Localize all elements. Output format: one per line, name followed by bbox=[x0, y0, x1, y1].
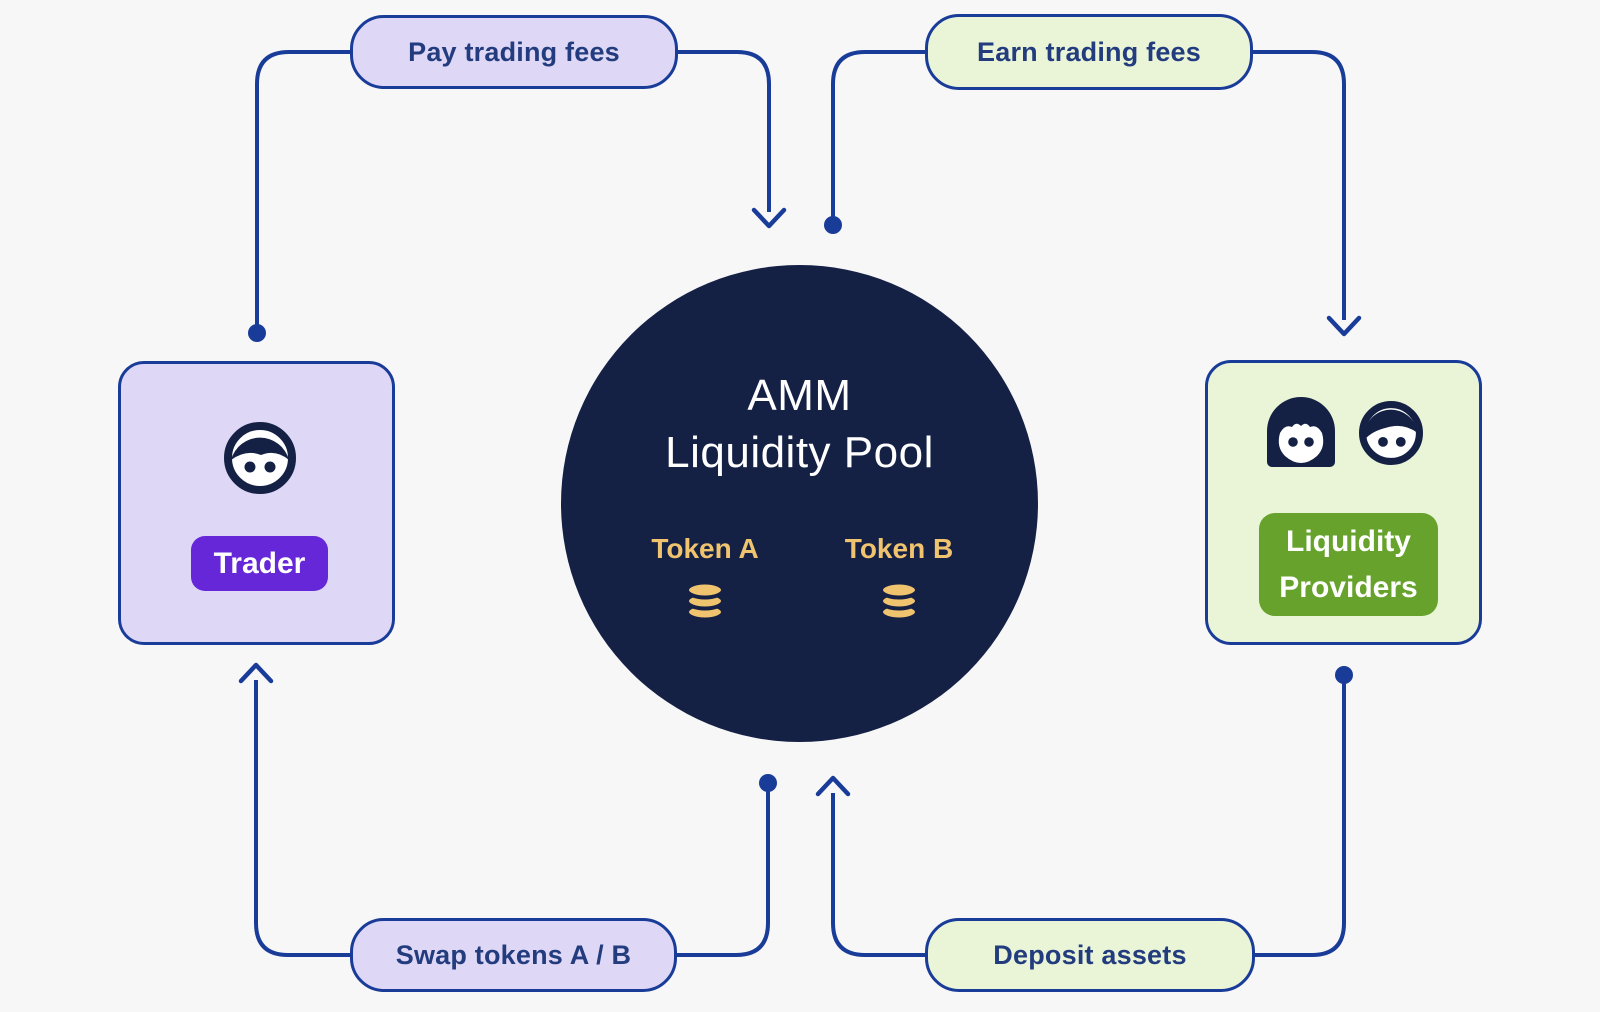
origin-dot-lp-icon bbox=[1335, 666, 1353, 684]
woman-icon bbox=[1267, 397, 1335, 467]
coin-stack-icon bbox=[879, 580, 919, 622]
origin-dot-pool-bottom-icon bbox=[759, 774, 777, 792]
token-b-label: Token B bbox=[844, 533, 954, 564]
flow-pill-earn-trading-fees: Earn trading fees bbox=[925, 14, 1253, 90]
flow-pill-swap-tokens: Swap tokens A / B bbox=[350, 918, 677, 992]
flow-pill-label: Swap tokens A / B bbox=[395, 939, 632, 970]
connector-pay-trading-fees bbox=[248, 50, 787, 342]
arrowhead-down-into-lp-icon bbox=[1326, 315, 1362, 337]
lp-badge-label-line1: Liquidity bbox=[1286, 524, 1411, 558]
pool-title: AMM Liquidity Pool bbox=[561, 367, 1038, 481]
arrowhead-down-into-pool-icon bbox=[751, 207, 787, 229]
lp-badge: Liquidity Providers bbox=[1259, 513, 1438, 616]
lp-badge-label-line2: Providers bbox=[1279, 570, 1418, 604]
origin-dot-trader-icon bbox=[248, 324, 266, 342]
flow-pill-pay-trading-fees: Pay trading fees bbox=[350, 15, 678, 89]
connector-earn-trading-fees bbox=[824, 50, 1362, 337]
person-icon bbox=[224, 422, 296, 494]
arrowhead-up-into-trader-icon bbox=[238, 662, 274, 684]
flow-pill-label: Pay trading fees bbox=[408, 36, 620, 67]
flow-pill-label: Deposit assets bbox=[993, 939, 1187, 970]
token-a-label: Token A bbox=[651, 533, 759, 564]
origin-dot-pool-top-icon bbox=[824, 216, 842, 234]
flow-pill-label: Earn trading fees bbox=[977, 36, 1201, 67]
connector-swap-tokens bbox=[238, 662, 777, 957]
token-a: Token A bbox=[625, 533, 785, 628]
trader-badge: Trader bbox=[191, 536, 328, 591]
flow-pill-deposit-assets: Deposit assets bbox=[925, 918, 1255, 992]
pool-title-line1: AMM bbox=[747, 371, 852, 420]
connector-deposit-assets bbox=[815, 666, 1353, 957]
pool-circle: AMM Liquidity Pool Token A Token B bbox=[561, 265, 1038, 742]
token-b: Token B bbox=[819, 533, 979, 628]
man-icon bbox=[1359, 401, 1423, 465]
trader-badge-label: Trader bbox=[213, 546, 306, 580]
pool-title-line2: Liquidity Pool bbox=[665, 428, 934, 477]
trader-card: Trader bbox=[118, 361, 395, 645]
coin-stack-icon bbox=[685, 580, 725, 622]
arrowhead-up-into-pool-icon bbox=[815, 775, 851, 797]
liquidity-providers-card: Liquidity Providers bbox=[1205, 360, 1482, 645]
